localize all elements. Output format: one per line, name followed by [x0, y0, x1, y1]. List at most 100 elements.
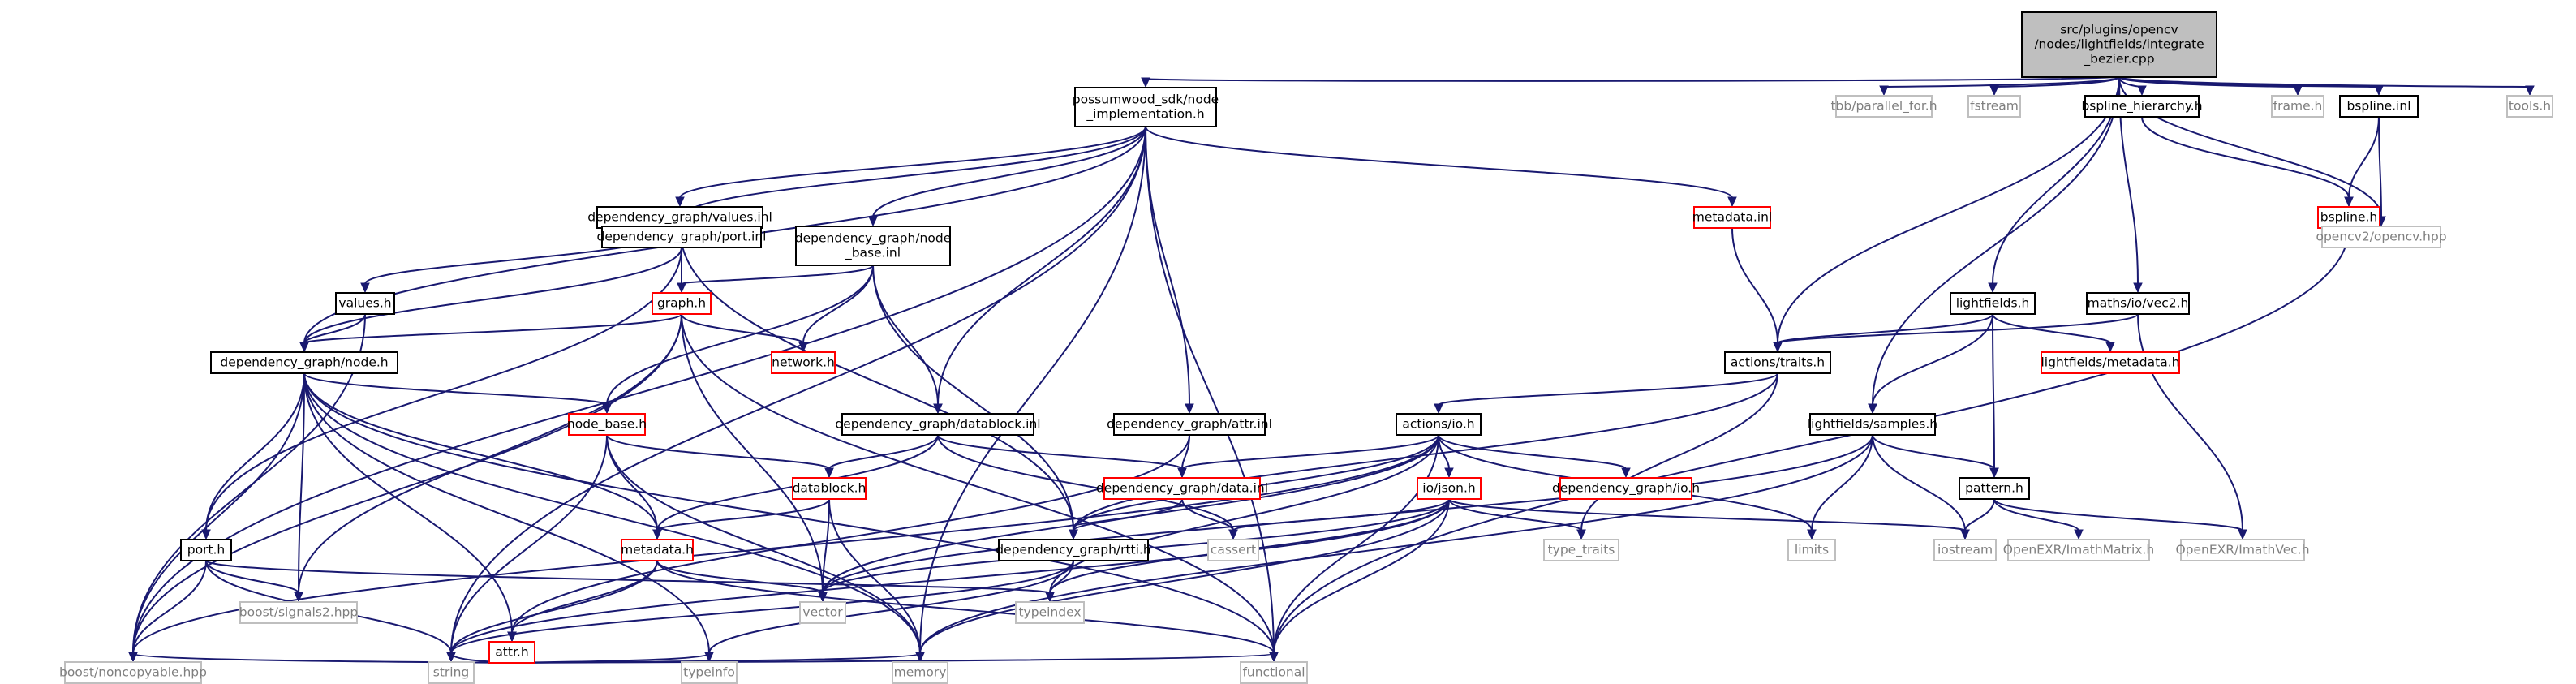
node-label: memory	[894, 665, 947, 680]
edge-line	[303, 313, 366, 344]
node-lf-metadata[interactable]: lightfields/metadata.h	[2041, 351, 2180, 374]
node-io-json[interactable]: io/json.h	[1417, 477, 1482, 500]
node-label: values.h	[338, 296, 391, 311]
node-box	[795, 226, 951, 266]
edge-arrowhead	[1269, 652, 1279, 663]
node-pattern-h[interactable]: pattern.h	[1959, 477, 2030, 500]
edge-arrowhead	[2344, 196, 2354, 208]
edge-arrowhead	[1989, 85, 1999, 97]
node-label: functional	[1242, 665, 1305, 680]
node-lf-samples[interactable]: lightfields/samples.h	[1808, 413, 1937, 436]
edge-arrowhead	[2525, 85, 2535, 97]
node-bspline-inl[interactable]: bspline.inl	[2339, 95, 2419, 118]
edge-line	[828, 434, 939, 470]
node-label: lightfields/samples.h	[1808, 417, 1937, 432]
node-metadata-inl[interactable]: metadata.inl	[1692, 206, 1773, 229]
edge-line	[2141, 116, 2350, 199]
edge-line	[1964, 498, 1995, 531]
node-node-base-h[interactable]: node_base.h	[567, 413, 647, 436]
node-label: cassert	[1211, 543, 1256, 557]
edge-line	[303, 372, 710, 654]
node-root[interactable]: src/plugins/opencv/nodes/lightfields/int…	[2021, 11, 2217, 78]
edge-arrowhead	[1988, 282, 1998, 294]
edge-arrowhead	[299, 342, 309, 353]
node-metadata-h[interactable]: metadata.h	[621, 539, 694, 561]
edge-arrowhead	[868, 216, 878, 227]
node-dg-data-inl[interactable]: dependency_graph/data.inl	[1096, 477, 1268, 500]
edge-line	[1992, 313, 2111, 344]
edge-dg_node_base_inl-to-dg_datablock_inl	[872, 265, 943, 415]
node-label: vector	[802, 605, 843, 620]
edge-metadata_h-to-attr_h	[507, 560, 658, 643]
node-dg-port-inl[interactable]: dependency_graph/port.inl	[597, 226, 767, 248]
node-network-h[interactable]: network.h	[771, 351, 836, 374]
node-maths-vec2[interactable]: maths/io/vec2.h	[2086, 292, 2190, 315]
node-box	[841, 413, 1034, 436]
node-label: limits	[1795, 543, 1829, 557]
edge-line	[822, 498, 830, 594]
edge-arrowhead	[2133, 282, 2143, 294]
node-dg-attr-inl[interactable]: dependency_graph/attr.inl	[1107, 413, 1272, 436]
node-label: boost/noncopyable.hpp	[59, 665, 207, 680]
node-actions-io[interactable]: actions/io.h	[1396, 413, 1482, 436]
node-possumwood[interactable]: possumwood_sdk/node_implementation.h	[1073, 87, 1219, 127]
node-label: string	[433, 665, 470, 680]
edge-io_json-to-type_traits	[1448, 498, 1586, 540]
node-box	[428, 661, 475, 684]
edge-dg_attr_inl-to-attr_h	[507, 434, 1190, 643]
edge-line	[132, 372, 305, 654]
node-values-h[interactable]: values.h	[335, 292, 395, 315]
edge-arrowhead	[360, 282, 370, 294]
node-box	[998, 539, 1149, 561]
node-dg-node-h[interactable]: dependency_graph/node.h	[210, 351, 398, 374]
edge-line	[828, 498, 921, 654]
node-dg-rtti[interactable]: dependency_graph/rtti.h	[996, 539, 1151, 561]
node-limits: limits	[1787, 539, 1836, 561]
node-label: dependency_graph/node	[795, 231, 952, 247]
edge-arrowhead	[1807, 529, 1817, 540]
edge-line	[606, 434, 830, 470]
node-lightfields-h[interactable]: lightfields.h	[1950, 292, 2036, 315]
edge-lightfields_h-to-actions_traits	[1773, 313, 1993, 353]
node-bspline-hier[interactable]: bspline_hierarchy.h	[2081, 95, 2203, 118]
node-box	[1724, 351, 1831, 374]
node-port-h[interactable]: port.h	[180, 539, 232, 561]
edge-arrowhead	[1989, 467, 1999, 479]
node-box	[488, 641, 535, 664]
edge-arrowhead	[446, 652, 456, 663]
node-typeinfo: typeinfo	[681, 661, 738, 684]
node-graph-h[interactable]: graph.h	[652, 292, 712, 315]
edge-line	[2348, 116, 2380, 199]
node-box	[1074, 87, 1217, 127]
node-dg-node-base-inl[interactable]: dependency_graph/node_base.inl	[795, 226, 952, 266]
edge-possumwood-to-dg_values	[675, 126, 1146, 208]
node-boost-signals: boost/signals2.hpp	[239, 601, 358, 624]
node-box	[799, 601, 846, 624]
node-attr-h[interactable]: attr.h	[488, 641, 535, 664]
node-box	[1950, 292, 2036, 315]
edge-line	[298, 372, 305, 594]
node-dg-io-h[interactable]: dependency_graph/io.h	[1552, 477, 1700, 500]
edge-line	[1777, 313, 2139, 344]
edge-line	[919, 434, 1873, 654]
edge-node_base_h-to-string	[446, 434, 608, 663]
edge-line	[679, 227, 1074, 531]
node-label: tbb/parallel_for.h	[1830, 99, 1937, 114]
edge-line	[303, 372, 658, 531]
edge-line	[1073, 372, 1778, 531]
edge-line	[132, 560, 207, 654]
edge-arrowhead	[677, 282, 686, 294]
node-actions-traits[interactable]: actions/traits.h	[1724, 351, 1831, 374]
node-bspline-h[interactable]: bspline.h	[2317, 206, 2380, 229]
node-box	[601, 226, 762, 248]
node-dg-values[interactable]: dependency_graph/values.inl	[587, 206, 772, 229]
node-box	[621, 539, 694, 561]
edge-arrowhead	[1621, 467, 1631, 479]
edge-arrowhead	[2374, 85, 2384, 97]
edge-bspline_hier-to-bspline_h	[2141, 116, 2354, 208]
node-dg-datablock-inl[interactable]: dependency_graph/datablock.inl	[835, 413, 1041, 436]
edge-line	[656, 560, 824, 594]
node-datablock-h[interactable]: datablock.h	[792, 477, 867, 500]
node-label: bspline.inl	[2346, 99, 2410, 114]
edge-line	[1777, 76, 2120, 344]
